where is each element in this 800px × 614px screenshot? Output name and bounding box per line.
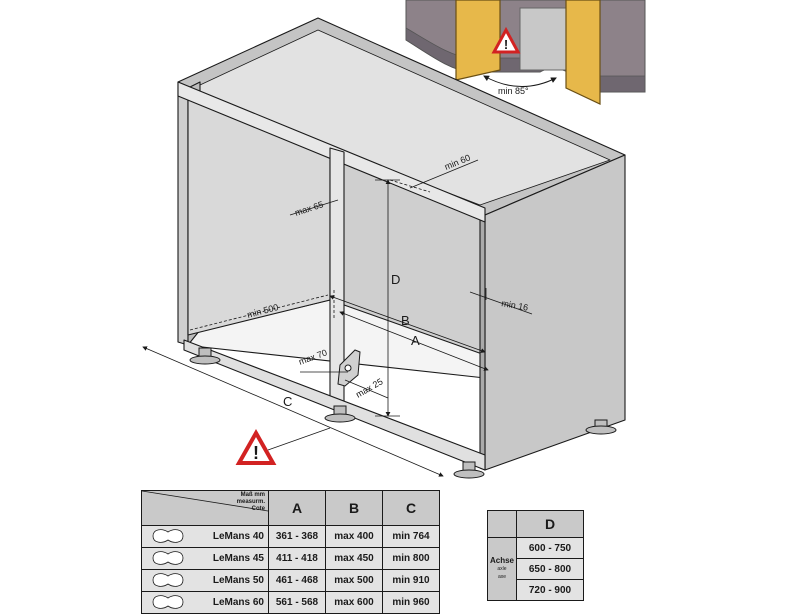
table-row: Achse axle axe 600 - 750	[487, 537, 584, 601]
table-header-row: Maß mm measurm. Cote A B C	[141, 490, 440, 526]
label-min85: min 85°	[498, 86, 529, 96]
label-max25: max 25	[354, 376, 385, 399]
svg-text:!: !	[253, 443, 259, 463]
svg-text:!: !	[504, 37, 508, 52]
diagonal-divider	[142, 491, 268, 512]
shelf-shape-icon	[152, 529, 184, 543]
table-row: LeMans 60 561 - 568 max 600 min 960	[141, 591, 440, 614]
d-table: D Achse axle axe 600 - 750 650 - 800 720…	[487, 510, 584, 601]
table-row: LeMans 45 411 - 418 max 450 min 800	[141, 547, 440, 570]
label-D: D	[391, 272, 400, 287]
label-min16: min 16	[501, 298, 529, 313]
door-inset: min 85° !	[405, 0, 646, 105]
row-name-cell: LeMans 45	[141, 547, 269, 570]
shelf-shape-icon	[152, 595, 184, 609]
column-header-A: A	[268, 490, 326, 526]
warning-triangle-icon: !	[235, 428, 277, 465]
row-name-cell: LeMans 50	[141, 569, 269, 592]
warning-triangle-icon: !	[491, 26, 521, 54]
cabinet-diagram: min 85° !	[142, 0, 646, 479]
label-A: A	[411, 333, 420, 348]
row-name-cell: LeMans 40	[141, 525, 269, 548]
d-table-corner	[487, 510, 517, 538]
shelf-shape-icon	[152, 551, 184, 565]
dimension-lines	[142, 159, 533, 477]
table-header-corner: Maß mm measurm. Cote	[141, 490, 269, 526]
cabinet	[177, 17, 626, 471]
column-header-B: B	[325, 490, 383, 526]
column-header-C: C	[382, 490, 440, 526]
label-B: B	[401, 313, 410, 328]
row-name-cell: LeMans 60	[141, 591, 269, 614]
shelf-shape-icon	[152, 573, 184, 587]
spec-table: Maß mm measurm. Cote A B C LeMans 40 361…	[141, 490, 440, 614]
table-row: LeMans 40 361 - 368 max 400 min 764	[141, 525, 440, 548]
d-table-header-row: D	[487, 510, 584, 538]
axis-label-cell: Achse axle axe	[487, 537, 517, 601]
column-header-D: D	[516, 510, 584, 538]
header-units: Maß mm measurm. Cote	[236, 492, 265, 512]
label-C: C	[283, 394, 292, 409]
table-row: LeMans 50 461 - 468 max 500 min 910	[141, 569, 440, 592]
